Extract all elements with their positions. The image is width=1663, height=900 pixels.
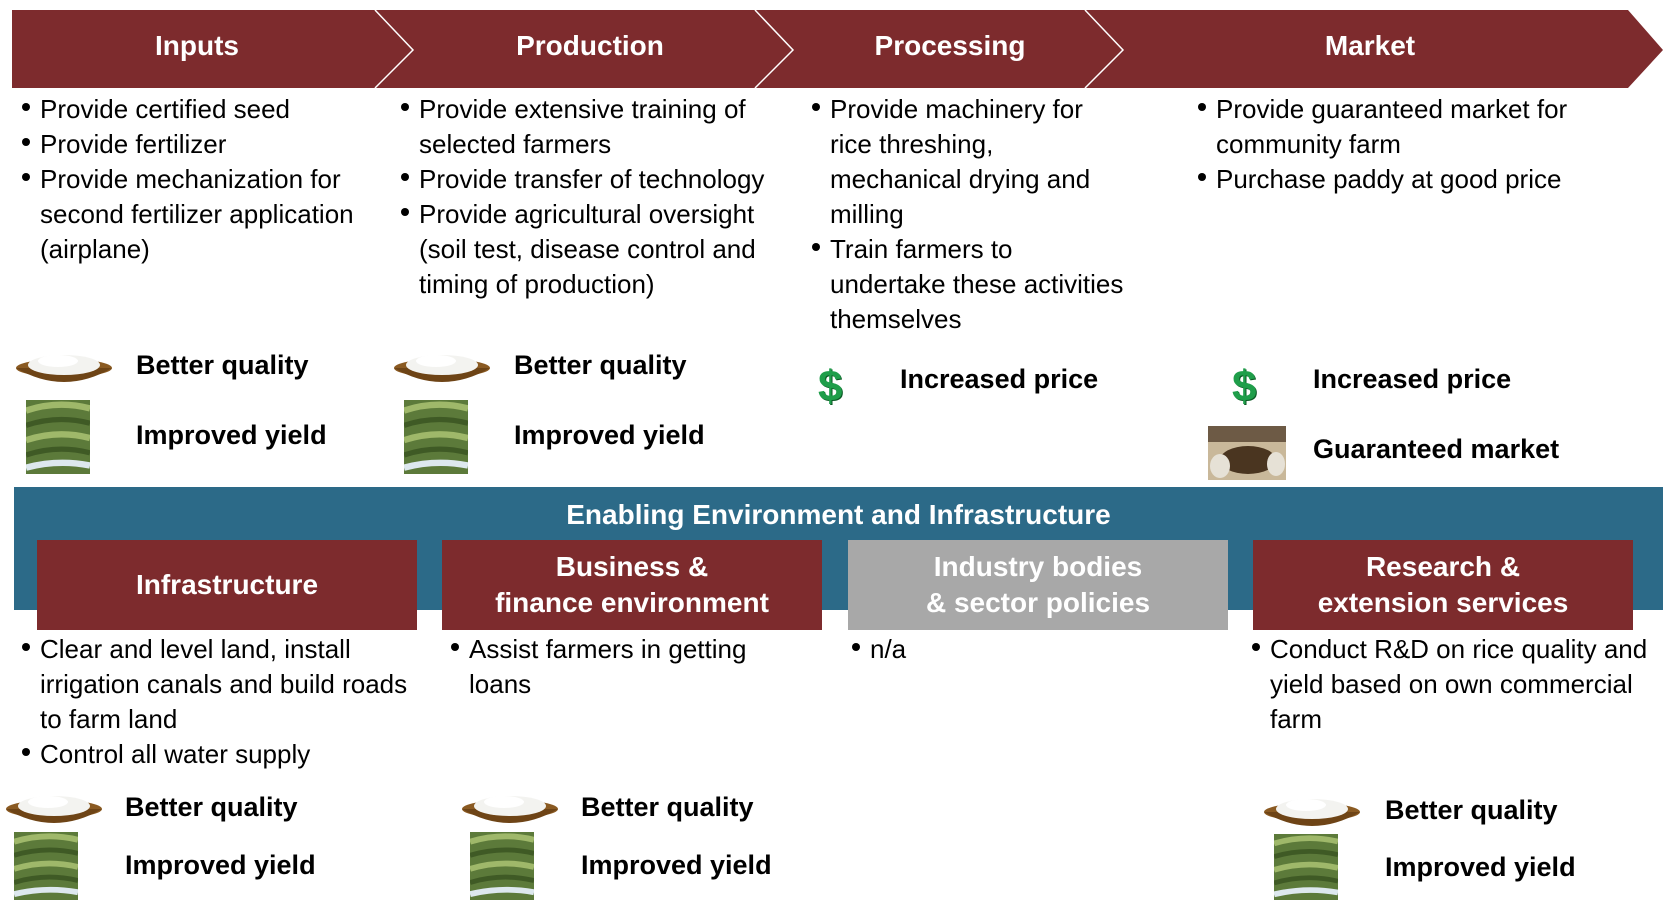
outcome-better-quality: Better quality <box>125 792 298 822</box>
box-business-finance: Business & finance environment <box>442 540 822 630</box>
business-finance-bullets: Assist farmers in getting loans <box>447 632 807 702</box>
inputs-bullets: Provide certified seed Provide fertilize… <box>18 92 368 267</box>
stage-label-production: Production <box>516 30 664 61</box>
chevron-processing <box>755 10 1123 88</box>
list-item: Assist farmers in getting loans <box>447 632 807 702</box>
list-item: Provide agricultural oversight (soil tes… <box>397 197 807 302</box>
rice-field-icon <box>1274 834 1338 900</box>
outcome-guaranteed-market: Guaranteed market <box>1313 434 1560 464</box>
list-item: Control all water supply <box>18 737 418 772</box>
box-infrastructure: Infrastructure <box>37 540 417 630</box>
box-infrastructure-label: Infrastructure <box>135 569 319 600</box>
list-item: Clear and level land, install irrigation… <box>18 632 418 737</box>
market-bullets: Provide guaranteed market for community … <box>1194 92 1634 197</box>
processing-bullets: Provide machinery for rice threshing, me… <box>808 92 1128 337</box>
list-item: Purchase paddy at good price <box>1194 162 1634 197</box>
list-item: n/a <box>848 632 1208 667</box>
rice-field-icon <box>26 400 90 474</box>
chevron-inputs <box>12 10 413 88</box>
list-item: Provide mechanization for second fertili… <box>18 162 368 267</box>
dollar-icon: $ <box>818 362 843 411</box>
chevron-production <box>375 10 793 88</box>
rice-field-icon <box>404 400 468 474</box>
rice-bowl-icon <box>1264 799 1360 826</box>
value-chain-band <box>12 9 1663 89</box>
outcome-improved-yield: Improved yield <box>581 850 772 880</box>
outcome-increased-price: Increased price <box>1313 364 1512 394</box>
list-item: Provide guaranteed market for community … <box>1194 92 1634 162</box>
outcome-better-quality: Better quality <box>514 350 687 380</box>
list-item: Provide transfer of technology <box>397 162 807 197</box>
outcome-better-quality: Better quality <box>581 792 754 822</box>
research-extension-bullets: Conduct R&D on rice quality and yield ba… <box>1248 632 1658 737</box>
box-industry-bodies-label: Industry bodies & sector policies <box>925 551 1151 618</box>
rice-field-icon <box>470 832 534 900</box>
rice-bowl-icon <box>16 355 112 382</box>
market-sacks-icon <box>1208 426 1286 480</box>
box-industry-bodies: Industry bodies & sector policies <box>848 540 1228 630</box>
stage-label-processing: Processing <box>874 30 1026 61</box>
box-business-finance-label: Business & finance environment <box>495 551 769 618</box>
box-research-extension: Research & extension services <box>1253 540 1633 630</box>
list-item: Conduct R&D on rice quality and yield ba… <box>1248 632 1658 737</box>
chevron-market <box>1085 10 1663 88</box>
outcome-better-quality: Better quality <box>136 350 309 380</box>
rice-bowl-icon <box>394 355 490 382</box>
list-item: Provide machinery for rice threshing, me… <box>808 92 1128 232</box>
outcome-improved-yield: Improved yield <box>514 420 705 450</box>
rice-field-icon <box>14 832 78 900</box>
list-item: Provide certified seed <box>18 92 368 127</box>
dollar-icon: $ <box>1232 362 1257 411</box>
stage-label-market: Market <box>1324 30 1416 61</box>
box-research-extension-label: Research & extension services <box>1317 551 1569 618</box>
list-item: Provide extensive training of selected f… <box>397 92 807 162</box>
industry-bodies-bullets: n/a <box>848 632 1208 667</box>
outcome-improved-yield: Improved yield <box>1385 852 1576 882</box>
stage-label-inputs: Inputs <box>155 30 239 61</box>
list-item: Provide fertilizer <box>18 127 368 162</box>
production-bullets: Provide extensive training of selected f… <box>397 92 807 302</box>
outcome-improved-yield: Improved yield <box>136 420 327 450</box>
outcome-better-quality: Better quality <box>1385 795 1558 825</box>
outcome-improved-yield: Improved yield <box>125 850 316 880</box>
outcome-increased-price: Increased price <box>900 364 1099 394</box>
infrastructure-bullets: Clear and level land, install irrigation… <box>18 632 418 772</box>
rice-bowl-icon <box>6 796 102 823</box>
list-item: Train farmers to undertake these activit… <box>808 232 1128 337</box>
rice-bowl-icon <box>462 796 558 823</box>
enabling-environment-title: Enabling Environment and Infrastructure <box>566 499 1111 530</box>
